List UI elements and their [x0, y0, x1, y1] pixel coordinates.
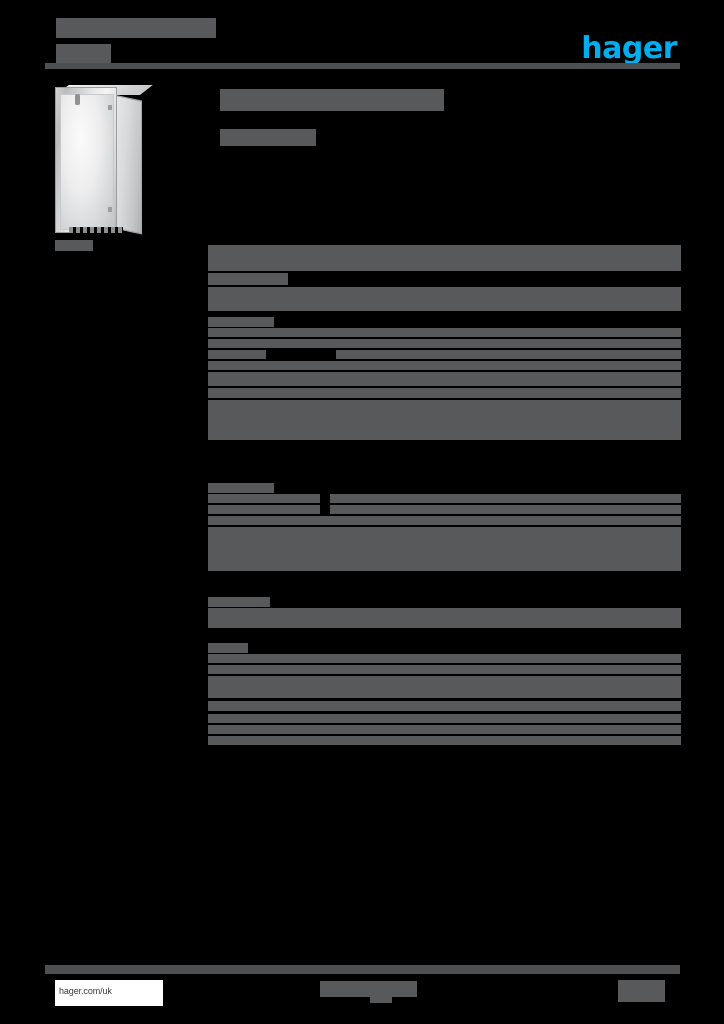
page-header: hager	[45, 14, 680, 64]
table-row	[208, 714, 298, 723]
table-row	[208, 350, 266, 359]
spec-table-block-3	[208, 483, 681, 571]
table-row	[208, 245, 318, 271]
table-row	[208, 643, 248, 653]
table-row	[208, 372, 681, 386]
table-cell-value	[330, 494, 681, 503]
footer-url-text: hager.com/uk	[59, 986, 112, 996]
page-title	[220, 89, 444, 111]
page-subtitle	[220, 129, 316, 146]
table-cell-value	[318, 245, 681, 271]
table-cell-value	[336, 350, 681, 359]
enclosure-latch-icon	[75, 94, 80, 105]
table-row	[208, 527, 681, 571]
spec-table-block-4	[208, 597, 681, 628]
table-row	[208, 361, 266, 370]
table-row	[208, 608, 681, 628]
table-cell-value	[346, 665, 681, 674]
table-cell-value	[266, 361, 681, 370]
hager-logo: hager	[581, 31, 677, 66]
table-cell-value	[266, 328, 681, 337]
enclosure-door	[60, 94, 114, 230]
header-title	[56, 18, 216, 38]
page-title-redaction	[220, 89, 444, 111]
table-cell-value	[278, 388, 681, 398]
table-cell-value	[298, 287, 681, 311]
table-row	[208, 736, 681, 745]
footer-right-redaction	[618, 980, 665, 1002]
table-cell-value	[282, 701, 681, 711]
table-row	[208, 494, 320, 503]
table-row	[208, 339, 266, 348]
product-photo-caption	[55, 240, 93, 251]
enclosure-side-face	[116, 95, 142, 235]
table-row	[208, 597, 270, 607]
table-row	[208, 676, 681, 698]
footer-center-small-block	[370, 994, 392, 1003]
header-subtitle	[56, 44, 111, 63]
footer-center-redaction	[320, 981, 417, 997]
table-cell-value	[290, 725, 681, 734]
footer-divider	[45, 965, 680, 974]
page-subtitle-redaction	[220, 129, 316, 146]
photo-caption-redaction	[55, 240, 93, 251]
table-cell-value	[330, 505, 681, 514]
footer-center-small-redaction	[370, 994, 392, 1003]
enclosure-hinge-bottom	[108, 207, 112, 212]
table-row	[208, 654, 290, 663]
table-cell-value	[298, 714, 681, 723]
table-row	[208, 516, 266, 525]
table-row	[208, 400, 681, 440]
spec-table-block-5	[208, 643, 681, 745]
header-title-redaction	[56, 18, 216, 38]
enclosure-hinge-top	[108, 105, 112, 110]
table-row	[208, 505, 320, 514]
table-row	[208, 287, 298, 311]
footer-url-box[interactable]: hager.com/uk	[55, 980, 163, 1006]
page-footer: hager.com/uk	[45, 980, 680, 1010]
table-cell-value	[266, 339, 681, 348]
header-subtitle-redaction	[56, 44, 111, 63]
table-cell-value	[290, 654, 681, 663]
table-cell-value	[266, 516, 681, 525]
header-divider	[45, 63, 680, 69]
enclosure-body	[55, 87, 117, 233]
table-row	[208, 483, 274, 493]
table-row	[208, 665, 346, 674]
footer-center-block	[320, 981, 417, 997]
spec-table-block-1	[208, 245, 681, 311]
table-row	[208, 273, 288, 285]
table-row	[208, 317, 274, 327]
spec-table-block-2	[208, 317, 681, 440]
table-row	[208, 725, 290, 734]
product-photo	[55, 85, 153, 237]
table-row	[208, 388, 278, 398]
table-row	[208, 701, 282, 711]
footer-right-block	[618, 980, 665, 1002]
table-row	[208, 328, 266, 337]
enclosure-vents	[69, 227, 123, 233]
